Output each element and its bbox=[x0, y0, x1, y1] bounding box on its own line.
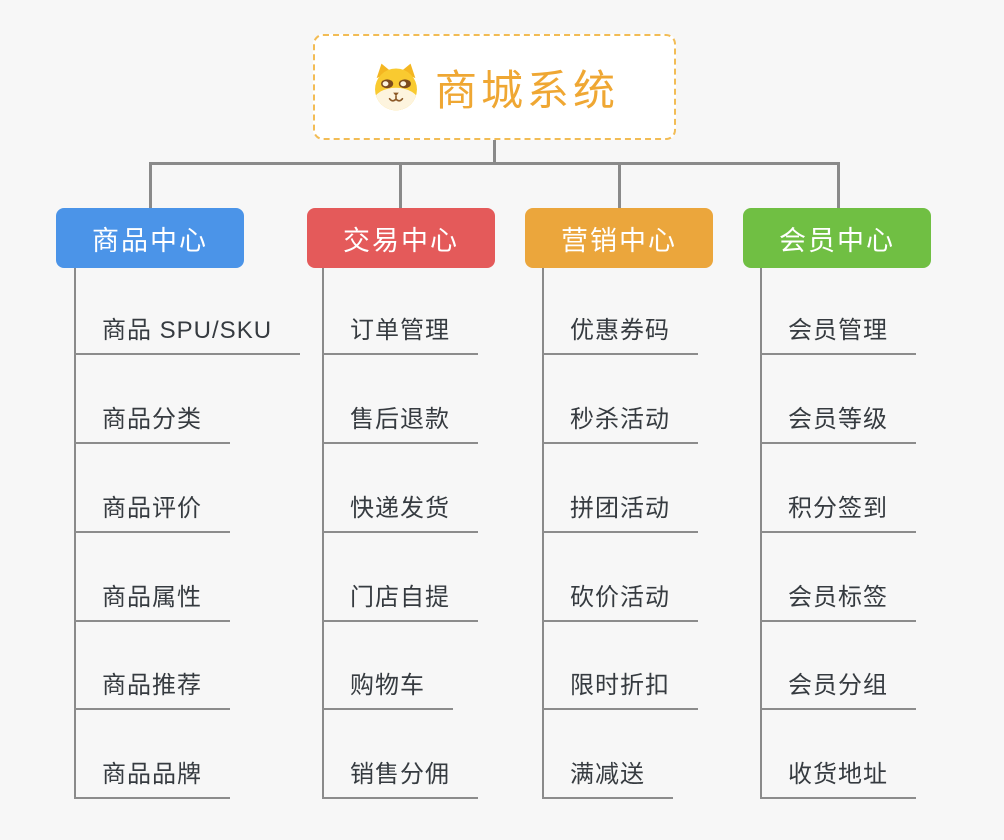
leaf-node[interactable]: 商品评价 bbox=[74, 492, 230, 533]
leaf-node[interactable]: 秒杀活动 bbox=[542, 403, 698, 444]
leaf-node[interactable]: 砍价活动 bbox=[542, 581, 698, 622]
leaf-node[interactable]: 拼团活动 bbox=[542, 492, 698, 533]
leaf-node[interactable]: 限时折扣 bbox=[542, 669, 698, 710]
connector-horizontal-bar bbox=[149, 162, 840, 165]
connector-drop-member bbox=[837, 162, 840, 208]
leaf-node[interactable]: 购物车 bbox=[322, 669, 453, 710]
leaf-node[interactable]: 会员分组 bbox=[760, 669, 916, 710]
leaf-node[interactable]: 快递发货 bbox=[322, 492, 478, 533]
leaf-node[interactable]: 积分签到 bbox=[760, 492, 916, 533]
connector-drop-product bbox=[149, 162, 152, 208]
branch-node-member[interactable]: 会员中心 bbox=[743, 208, 931, 268]
leaf-node[interactable]: 会员标签 bbox=[760, 581, 916, 622]
leaf-node[interactable]: 售后退款 bbox=[322, 403, 478, 444]
branch-node-trade[interactable]: 交易中心 bbox=[307, 208, 495, 268]
connector-drop-trade bbox=[399, 162, 402, 208]
leaf-node[interactable]: 商品品牌 bbox=[74, 758, 230, 799]
trunk-member bbox=[760, 268, 762, 799]
dog-face-icon bbox=[370, 62, 422, 112]
branch-node-marketing[interactable]: 营销中心 bbox=[525, 208, 713, 268]
trunk-product bbox=[74, 268, 76, 799]
branch-node-product[interactable]: 商品中心 bbox=[56, 208, 244, 268]
root-node[interactable]: 商城系统 bbox=[313, 34, 676, 140]
leaf-node[interactable]: 商品属性 bbox=[74, 581, 230, 622]
leaf-node[interactable]: 满减送 bbox=[542, 758, 673, 799]
leaf-node[interactable]: 销售分佣 bbox=[322, 758, 478, 799]
leaf-node[interactable]: 商品 SPU/SKU bbox=[74, 314, 301, 355]
leaf-node[interactable]: 会员等级 bbox=[760, 403, 916, 444]
leaf-node[interactable]: 订单管理 bbox=[322, 314, 478, 355]
leaf-node[interactable]: 优惠券码 bbox=[542, 314, 698, 355]
trunk-marketing bbox=[542, 268, 544, 799]
leaf-node[interactable]: 收货地址 bbox=[760, 758, 916, 799]
trunk-trade bbox=[322, 268, 324, 799]
connector-root-stem bbox=[493, 140, 496, 165]
leaf-node[interactable]: 商品分类 bbox=[74, 403, 230, 444]
root-title: 商城系统 bbox=[434, 66, 619, 114]
leaf-node[interactable]: 会员管理 bbox=[760, 314, 916, 355]
leaf-node[interactable]: 商品推荐 bbox=[74, 669, 230, 710]
connector-drop-marketing bbox=[618, 162, 621, 208]
leaf-node[interactable]: 门店自提 bbox=[322, 581, 478, 622]
